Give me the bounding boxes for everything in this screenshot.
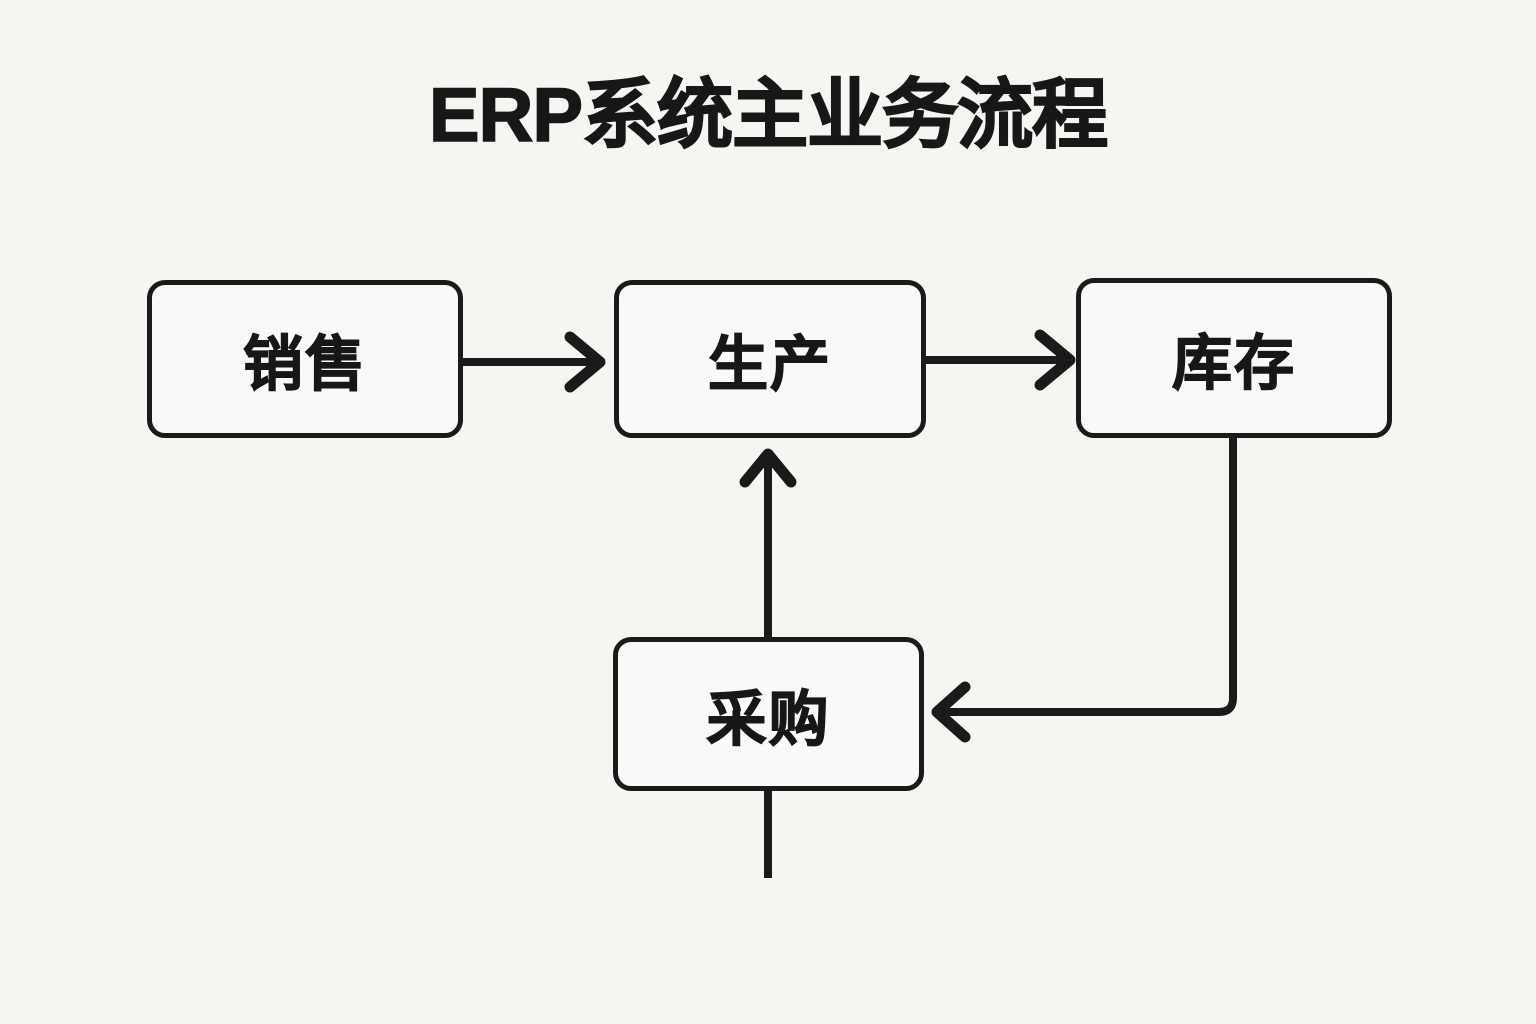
arrowhead-right-icon	[1034, 329, 1076, 391]
edge-purchasing-to-production	[739, 448, 797, 640]
node-production-label: 生产	[707, 330, 832, 398]
node-production[interactable]: 生产	[614, 280, 926, 438]
node-purchasing-label: 采购	[706, 685, 831, 753]
edge-production-to-inventory	[925, 329, 1076, 391]
node-sales[interactable]: 销售	[147, 280, 463, 438]
arrowhead-right-icon	[564, 331, 606, 393]
node-sales-label: 销售	[242, 330, 367, 398]
node-inventory-label: 库存	[1171, 329, 1296, 397]
edge-sales-to-production	[462, 331, 606, 393]
arrowhead-up-icon	[739, 448, 797, 488]
node-purchasing[interactable]: 采购	[613, 637, 924, 791]
edge-inventory-to-purchasing	[931, 437, 1237, 743]
page-title: ERP系统主业务流程	[428, 73, 1109, 158]
arrowhead-left-icon	[931, 681, 971, 743]
node-inventory[interactable]: 库存	[1076, 278, 1392, 438]
edge-line	[945, 437, 1237, 716]
